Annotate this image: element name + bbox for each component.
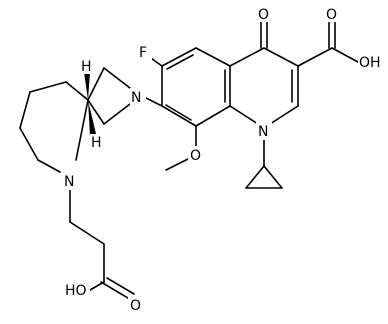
- atom-n-quinoline: N: [258, 124, 268, 140]
- bond: [19, 127, 39, 161]
- bonds: [19, 21, 359, 299]
- bond: [229, 47, 265, 67]
- bond: [69, 221, 105, 245]
- bond: [75, 99, 89, 161]
- bond: [245, 165, 265, 189]
- stereo-wedges: [84, 72, 96, 136]
- bond: [195, 105, 231, 127]
- bond: [166, 54, 194, 70]
- wedge-bond-top: [84, 72, 90, 100]
- atom-h-bottom: H: [91, 135, 102, 151]
- atom-n-piperidine: N: [64, 174, 74, 190]
- bond: [297, 47, 333, 67]
- bond: [161, 47, 197, 67]
- bond: [65, 81, 89, 101]
- atom-o-methoxy: O: [190, 148, 201, 164]
- atom-labels: O O OH F N N O N HO O H H: [62, 6, 382, 314]
- atom-oh-acid: OH: [359, 55, 381, 71]
- bond: [106, 277, 135, 295]
- bond: [87, 67, 105, 101]
- bond: [331, 47, 359, 63]
- bond: [161, 105, 197, 127]
- atom-o-acid: O: [326, 7, 337, 23]
- bond: [87, 99, 105, 125]
- bond: [269, 105, 299, 125]
- bond: [263, 47, 299, 67]
- wedge-bond-bottom: [88, 100, 96, 136]
- bond: [29, 81, 67, 93]
- bond: [37, 159, 61, 173]
- atom-h-top: H: [81, 59, 92, 75]
- bond: [263, 165, 283, 189]
- bond: [165, 156, 193, 171]
- bond: [89, 281, 105, 291]
- bond: [145, 97, 163, 107]
- atom-fluorine: F: [139, 45, 147, 61]
- bond: [103, 103, 131, 125]
- atom-o-acid-chain: O: [130, 298, 141, 314]
- bond: [19, 91, 31, 129]
- bond: [103, 67, 131, 89]
- bond: [100, 281, 129, 299]
- atom-o-keto: O: [258, 7, 269, 23]
- atom-ho-acid: HO: [65, 283, 87, 299]
- bond: [195, 47, 231, 67]
- bond: [229, 105, 259, 125]
- atom-n-pyrrolidine: N: [131, 90, 141, 106]
- bond: [165, 104, 192, 121]
